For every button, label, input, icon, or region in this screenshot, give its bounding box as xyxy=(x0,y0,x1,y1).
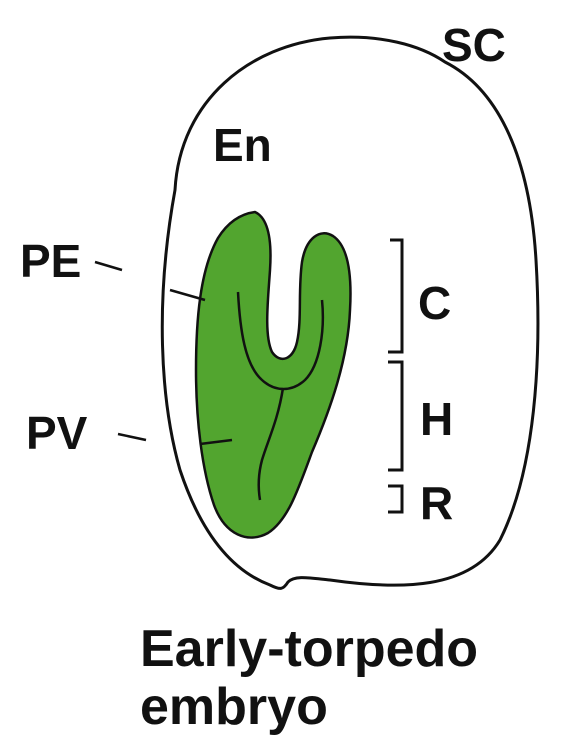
bracket-c xyxy=(388,238,404,354)
bracket-h xyxy=(388,360,404,472)
label-sc: SC xyxy=(442,19,506,71)
pe-leader-outer xyxy=(94,260,123,272)
label-h: H xyxy=(420,393,454,445)
pv-leader-inner xyxy=(199,438,233,446)
label-r: R xyxy=(420,477,454,529)
label-en: En xyxy=(213,119,272,171)
pe-leader-inner xyxy=(169,288,206,302)
caption-line-1: Early-torpedo xyxy=(140,620,479,678)
embryo-body xyxy=(194,210,352,539)
provascular-axis xyxy=(257,387,285,501)
caption-line-2: embryo xyxy=(140,678,328,736)
bracket-r xyxy=(388,484,404,514)
label-pe: PE xyxy=(20,235,82,287)
label-c: C xyxy=(418,277,452,329)
label-pv: PV xyxy=(26,407,88,459)
diagram-caption: Early-torpedo embryo xyxy=(140,620,478,736)
pv-leader-outer xyxy=(117,432,147,442)
